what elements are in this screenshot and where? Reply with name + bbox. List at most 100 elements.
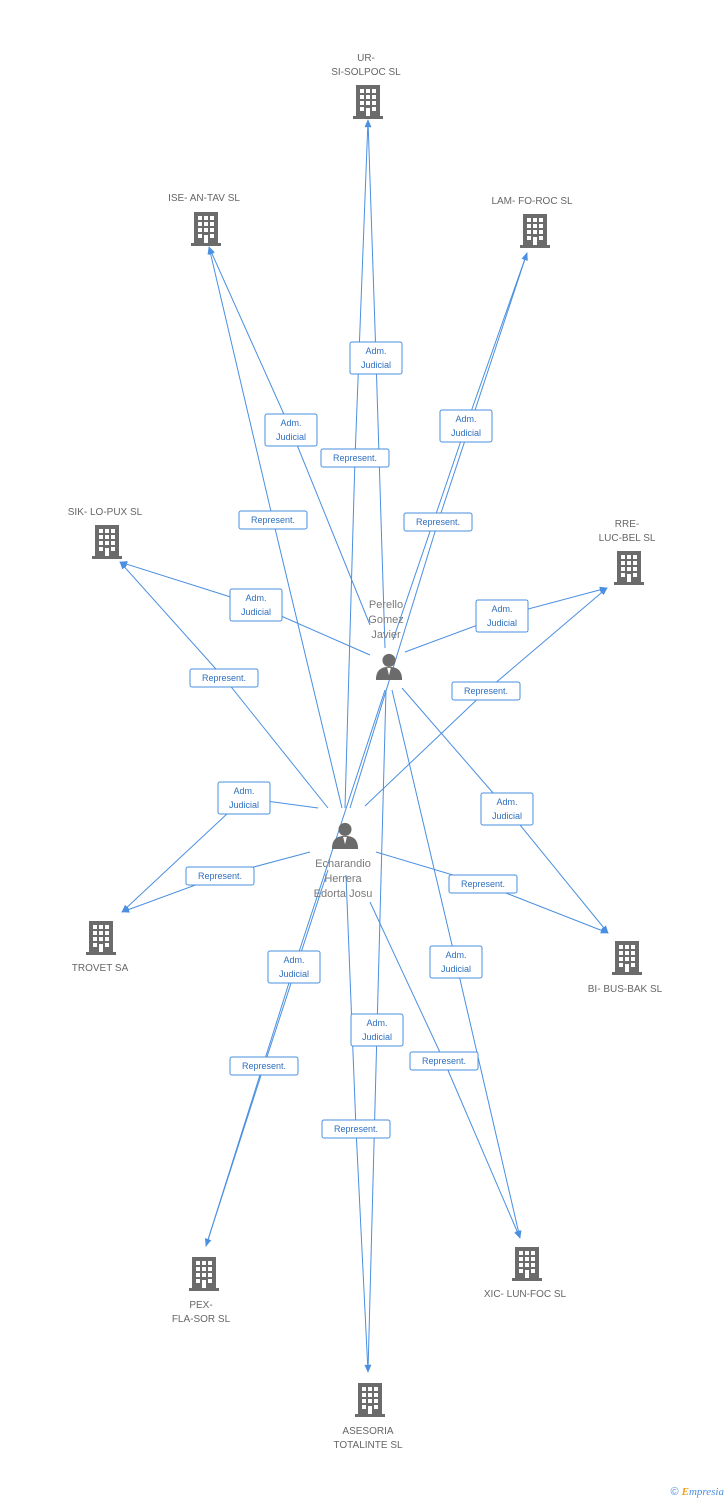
edge-label-text: Adm. — [280, 418, 301, 428]
edge-label-text: Judicial — [492, 811, 522, 821]
edge-label[interactable]: Represent. — [409, 1051, 479, 1071]
edge-label[interactable]: Represent. — [238, 510, 308, 530]
company-bi[interactable]: BI- BUS-BAK SL — [588, 941, 663, 995]
company-name: ASESORIA — [342, 1426, 393, 1437]
edge-label-text: Judicial — [441, 964, 471, 974]
company-name: SIK- LO-PUX SL — [68, 507, 143, 518]
edge-label-box — [189, 668, 259, 688]
edge-label[interactable]: Adm.Judicial — [217, 781, 271, 815]
edge-label-box — [429, 945, 483, 979]
edge-label[interactable]: Adm. Judicial — [350, 1013, 404, 1047]
building-icon — [92, 525, 122, 559]
edge-label-text: Adm. — [445, 950, 466, 960]
edge-perello-ur — [365, 119, 386, 649]
building-icon — [614, 551, 644, 585]
company-ur[interactable]: UR-SI-SOLPOC SL — [331, 53, 401, 119]
company-name: LUC-BEL SL — [599, 533, 656, 544]
edge-label-text: Represent. — [416, 517, 460, 527]
building-icon — [355, 1383, 385, 1417]
edge-label[interactable]: Represent. — [451, 681, 521, 701]
edge-label[interactable]: Adm. Judicial — [264, 413, 318, 447]
edge-label-box — [238, 510, 308, 530]
company-trovet[interactable]: TROVET SA — [72, 921, 129, 974]
edge-label[interactable]: Adm. Judicial — [267, 950, 321, 984]
edge-label-text: Adm. — [283, 955, 304, 965]
edge-label-text: Represent. — [251, 515, 295, 525]
edge-label-text: Judicial — [241, 607, 271, 617]
edge-label-text: Represent. — [333, 453, 377, 463]
edge-label-text: Adm. — [496, 797, 517, 807]
edge-label[interactable]: Represent. — [403, 512, 473, 532]
edge-label-box — [229, 1056, 299, 1076]
company-name: PEX- — [189, 1300, 212, 1311]
edge-label-box — [185, 866, 255, 886]
edge-label-box — [267, 950, 321, 984]
person-name: Edorta Josu — [314, 888, 373, 900]
edge-label[interactable]: Represent. — [448, 874, 518, 894]
edge-label-text: Judicial — [279, 969, 309, 979]
company-pex[interactable]: PEX- FLA-SOR SL — [172, 1257, 231, 1325]
person-name: Gomez — [368, 614, 403, 626]
edge-label-text: Judicial — [362, 1032, 392, 1042]
edge-perello-lam — [392, 252, 528, 641]
person-name: Javier — [371, 629, 401, 641]
edge-label[interactable]: Adm.Judicial — [439, 409, 493, 443]
edge-label[interactable]: Represent. — [229, 1056, 299, 1076]
edge-label-box — [321, 1119, 391, 1139]
company-name: RRE- — [615, 519, 639, 530]
edge-label[interactable]: Adm. Judicial — [480, 792, 534, 826]
edge-label-box — [439, 409, 493, 443]
edge-label[interactable]: Represent. — [321, 1119, 391, 1139]
company-name: TROVET SA — [72, 963, 129, 974]
company-name: FLA-SOR SL — [172, 1314, 231, 1325]
edge-label[interactable]: Adm.Judicial — [349, 341, 403, 375]
edge-label-box — [350, 1013, 404, 1047]
person-name: Herrera — [324, 873, 362, 885]
building-icon — [189, 1257, 219, 1291]
edge-label-text: Adm. — [365, 346, 386, 356]
company-rre[interactable]: RRE- LUC-BEL SL — [599, 519, 656, 585]
company-xic[interactable]: XIC- LUN-FOC SL — [484, 1247, 567, 1300]
edge-label-box — [229, 588, 283, 622]
building-icon — [512, 1247, 542, 1281]
edge-label[interactable]: Adm.Judicial — [229, 588, 283, 622]
edge-label-box — [349, 341, 403, 375]
edge-label-text: Adm. — [491, 604, 512, 614]
edge-label[interactable]: Adm. Judicial — [475, 599, 529, 633]
company-name: TOTALINTE SL — [333, 1440, 403, 1451]
edge-label-box — [320, 448, 390, 468]
edge-label-box — [217, 781, 271, 815]
edge-label-text: Judicial — [451, 428, 481, 438]
company-name: XIC- LUN-FOC SL — [484, 1289, 567, 1300]
edge-label[interactable]: Represent. — [189, 668, 259, 688]
copyright-symbol: © — [670, 1486, 679, 1498]
company-name: SI-SOLPOC SL — [331, 67, 401, 78]
edge-label-text: Represent. — [464, 686, 508, 696]
edge-label-text: Represent. — [198, 871, 242, 881]
edge-label-text: Judicial — [229, 800, 259, 810]
edge-label-box — [409, 1051, 479, 1071]
brand-logo: Empresia — [681, 1486, 724, 1498]
company-sik[interactable]: SIK- LO-PUX SL — [68, 507, 143, 559]
edge-label-text: Judicial — [487, 618, 517, 628]
person-name: Echarandio — [315, 858, 371, 870]
edge-label[interactable]: Represent. — [185, 866, 255, 886]
edge-label-text: Judicial — [276, 432, 306, 442]
edge-label-box — [475, 599, 529, 633]
company-asesoria[interactable]: ASESORIA TOTALINTE SL — [333, 1383, 403, 1451]
company-ise[interactable]: ISE- AN-TAV SL — [168, 193, 240, 246]
building-icon — [353, 85, 383, 119]
edge-label[interactable]: Represent. — [320, 448, 390, 468]
edge-label-text: Adm. — [366, 1018, 387, 1028]
edge-label-box — [448, 874, 518, 894]
edge-label-box — [264, 413, 318, 447]
company-name: LAM- FO-ROC SL — [491, 196, 573, 207]
edge-label[interactable]: Adm. Judicial — [429, 945, 483, 979]
company-lam[interactable]: LAM- FO-ROC SL — [491, 196, 573, 248]
person-name: Perello — [369, 599, 403, 611]
company-name: BI- BUS-BAK SL — [588, 984, 663, 995]
building-icon — [191, 212, 221, 246]
